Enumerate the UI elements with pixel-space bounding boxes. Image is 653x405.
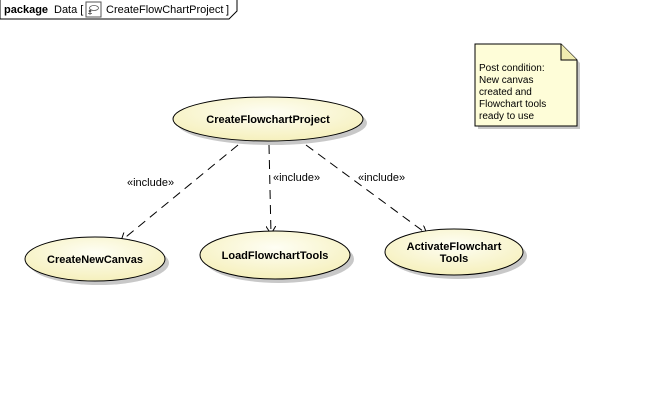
diagram-frame-tab: package Data [ CreateFlowChartProject ] (0, 0, 238, 20)
use-case-label: CreateFlowchartProject (206, 114, 330, 126)
frame-name-suffix: ] (226, 4, 229, 16)
include-label: «include» (358, 172, 405, 184)
frame-name-prefix: Data [ (54, 4, 83, 16)
use-case-label: CreateNewCanvas (47, 254, 143, 266)
use-case-label: LoadFlowchartTools (222, 250, 329, 262)
frame-keyword: package (4, 4, 48, 16)
note-line-5: ready to use (479, 111, 534, 122)
note-line-3: created and (479, 87, 532, 98)
include-relation-new-canvas[interactable]: «include» (121, 144, 239, 241)
post-condition-note[interactable]: Post condition: New canvas created and F… (474, 43, 580, 129)
use-case-diagram-icon (85, 1, 102, 18)
use-case-label-line-2: Tools (440, 253, 469, 265)
include-relation-load-tools[interactable]: «include» (269, 144, 320, 234)
note-line-4: Flowchart tools (479, 99, 546, 110)
use-case-activate-flowchart-tools[interactable]: ActivateFlowchart Tools (384, 228, 527, 279)
note-line-2: New canvas (479, 75, 533, 86)
note-line-1: Post condition: (479, 63, 545, 74)
use-case-create-flowchart-project[interactable]: CreateFlowchartProject (172, 96, 367, 145)
include-label: «include» (127, 177, 174, 189)
include-relation-activate-tools[interactable]: «include» (305, 144, 427, 234)
use-case-load-flowchart-tools[interactable]: LoadFlowchartTools (199, 230, 354, 283)
frame-diagram-name: CreateFlowChartProject (106, 4, 223, 16)
use-case-create-new-canvas[interactable]: CreateNewCanvas (24, 236, 169, 285)
use-case-label-line-1: ActivateFlowchart (407, 241, 502, 253)
include-label: «include» (273, 172, 320, 184)
